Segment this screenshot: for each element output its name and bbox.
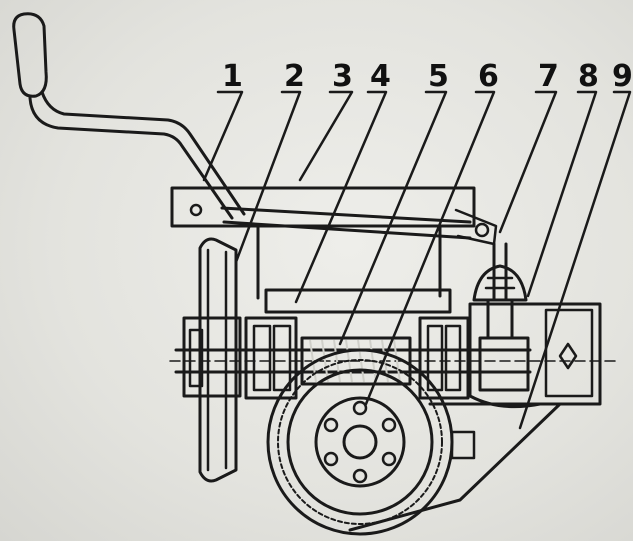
callout-9: 9 [612,59,633,94]
clutch-housing [468,242,602,409]
housing-wall [256,224,452,314]
worm-wheel [266,348,454,536]
callout-5: 5 [428,59,449,94]
left-bearing [244,316,298,400]
callout-6: 6 [478,59,499,94]
callout-8: 8 [578,59,599,94]
crank-handle [12,12,246,220]
leader-lines [202,90,632,430]
callout-2: 2 [284,59,305,94]
callout-1: 1 [222,59,243,94]
callout-4: 4 [370,59,391,94]
callout-3: 3 [332,59,353,94]
top-bracket [170,186,498,246]
belt-pulley [182,237,242,483]
right-bearing [418,316,470,400]
callout-numbers: 1 2 3 4 5 6 7 8 9 [222,59,633,94]
callout-7: 7 [538,59,559,94]
